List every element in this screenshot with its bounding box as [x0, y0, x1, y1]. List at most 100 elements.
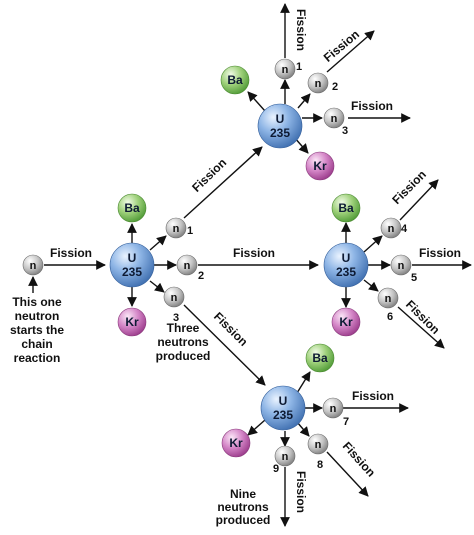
- neutron-gen2-6-label: n: [385, 293, 392, 305]
- barium-top-label: Ba: [227, 73, 243, 87]
- neutron-gen2-5-label: n: [398, 260, 405, 272]
- arrow-u-top-ba: [247, 91, 266, 112]
- barium-bottom-label: Ba: [312, 351, 328, 365]
- number-1: 1: [187, 225, 193, 237]
- uranium-bottom-symbol: U: [279, 394, 288, 408]
- barium-right-label: Ba: [338, 201, 354, 215]
- arrow-u-bottom-ba: [296, 371, 311, 394]
- krypton-top-label: Kr: [313, 159, 327, 173]
- annotation-three-neutrons-line-1: Three: [167, 321, 200, 335]
- neutron-gen2-4-label: n: [388, 223, 395, 235]
- fission-label-initial: Fission: [50, 246, 92, 260]
- arrow-u-center-n1: [149, 235, 167, 251]
- number-top-2: 2: [332, 81, 338, 93]
- neutron-gen2-7-label: n: [330, 403, 337, 415]
- neutron-gen1-3-label: n: [171, 292, 178, 304]
- annotation-start-line-5: reaction: [14, 351, 61, 365]
- number-4: 4: [401, 223, 408, 235]
- uranium-top: [257, 103, 303, 149]
- annotation-three-neutrons-line-3: produced: [156, 349, 211, 363]
- barium-center: [117, 193, 147, 223]
- uranium-bottom: [260, 385, 306, 431]
- arrow-u-bottom-kr: [247, 419, 266, 436]
- annotation-start-line-1: This one: [12, 295, 62, 309]
- neutron-gen2-5: [390, 254, 412, 276]
- uranium-top-symbol: U: [276, 112, 285, 126]
- annotation-nine-neutrons-line-1: Nine: [230, 487, 256, 501]
- krypton-center-label: Kr: [125, 315, 139, 329]
- neutron-gen2-8: [307, 433, 329, 455]
- krypton-right: [331, 307, 361, 337]
- fission-label-bottom-7: Fission: [352, 389, 394, 403]
- barium-center-label: Ba: [124, 201, 140, 215]
- arrow-u-bottom-n8: [296, 421, 310, 437]
- neutron-initial-label: n: [30, 260, 37, 272]
- arrow-u-right-n4: [363, 235, 383, 253]
- arrow-n8-out: [326, 451, 369, 497]
- uranium-bottom-mass: 235: [273, 408, 293, 422]
- number-2: 2: [198, 270, 204, 282]
- arrow-top-n2-out: [326, 30, 375, 73]
- arrow-n3-to-u-bottom: [183, 304, 266, 386]
- annotation-three-neutrons-line-2: neutrons: [157, 335, 209, 349]
- fission-label-top-right: Fission: [351, 99, 393, 113]
- uranium-right-symbol: U: [342, 251, 351, 265]
- number-5: 5: [411, 272, 417, 284]
- number-3: 3: [173, 312, 179, 324]
- fission-label-bottom-9: Fission: [294, 471, 308, 513]
- fission-label-bottom-8: Fission: [340, 439, 379, 480]
- neutron-gen2-6: [377, 287, 399, 309]
- arrow-n1-to-u-top: [183, 146, 263, 219]
- annotation-start-line-3: starts the: [10, 323, 64, 337]
- krypton-bottom-label: Kr: [229, 436, 243, 450]
- arrow-u-top-n2: [297, 93, 311, 109]
- number-top-3: 3: [342, 125, 348, 137]
- uranium-center-symbol: U: [128, 251, 137, 265]
- fission-label-middle-branch: Fission: [233, 246, 275, 260]
- uranium-top-mass: 235: [270, 126, 290, 140]
- krypton-right-label: Kr: [339, 315, 353, 329]
- neutron-initial: [22, 254, 44, 276]
- particles: [22, 58, 412, 467]
- number-top-1: 1: [296, 61, 302, 73]
- arrow-u-center-n3: [149, 280, 165, 293]
- krypton-center: [117, 307, 147, 337]
- number-7: 7: [343, 416, 349, 428]
- neutron-top-2: [307, 72, 329, 94]
- barium-top: [220, 65, 250, 95]
- annotation-start-line-2: neutron: [15, 309, 60, 323]
- barium-bottom: [305, 343, 335, 373]
- neutron-gen1-1-label: n: [173, 223, 180, 235]
- number-6: 6: [387, 311, 393, 323]
- arrow-u-right-n6: [363, 279, 379, 292]
- number-9: 9: [273, 463, 279, 475]
- fission-label-top-branch: Fission: [189, 155, 229, 194]
- neutron-top-3: [323, 107, 345, 129]
- neutron-gen1-2: [176, 254, 198, 276]
- annotation-nine-neutrons-line-3: produced: [216, 513, 271, 527]
- neutron-top-1: [274, 58, 296, 80]
- neutron-top-2-label: n: [315, 78, 322, 90]
- krypton-bottom: [221, 428, 251, 458]
- arrow-n4-out: [399, 179, 439, 221]
- neutron-top-3-label: n: [331, 113, 338, 125]
- arrow-n6-out: [397, 306, 445, 349]
- neutron-gen1-2-label: n: [184, 260, 191, 272]
- uranium-right: [323, 242, 369, 288]
- uranium-center-mass: 235: [122, 265, 142, 279]
- krypton-top: [305, 151, 335, 181]
- neutron-gen2-8-label: n: [315, 439, 322, 451]
- neutron-gen2-4: [380, 217, 402, 239]
- barium-right: [331, 193, 361, 223]
- uranium-right-mass: 235: [336, 265, 356, 279]
- fission-label-right-5: Fission: [419, 246, 461, 260]
- annotation-nine-neutrons-line-2: neutrons: [217, 500, 269, 514]
- fission-label-right-4: Fission: [389, 167, 429, 207]
- fission-label-bottom-branch: Fission: [211, 309, 251, 349]
- neutron-gen2-9: [274, 445, 296, 467]
- neutron-gen2-9-label: n: [282, 451, 289, 463]
- uranium-center: [109, 242, 155, 288]
- neutron-gen2-7: [322, 397, 344, 419]
- fission-label-top-up: Fission: [294, 9, 308, 51]
